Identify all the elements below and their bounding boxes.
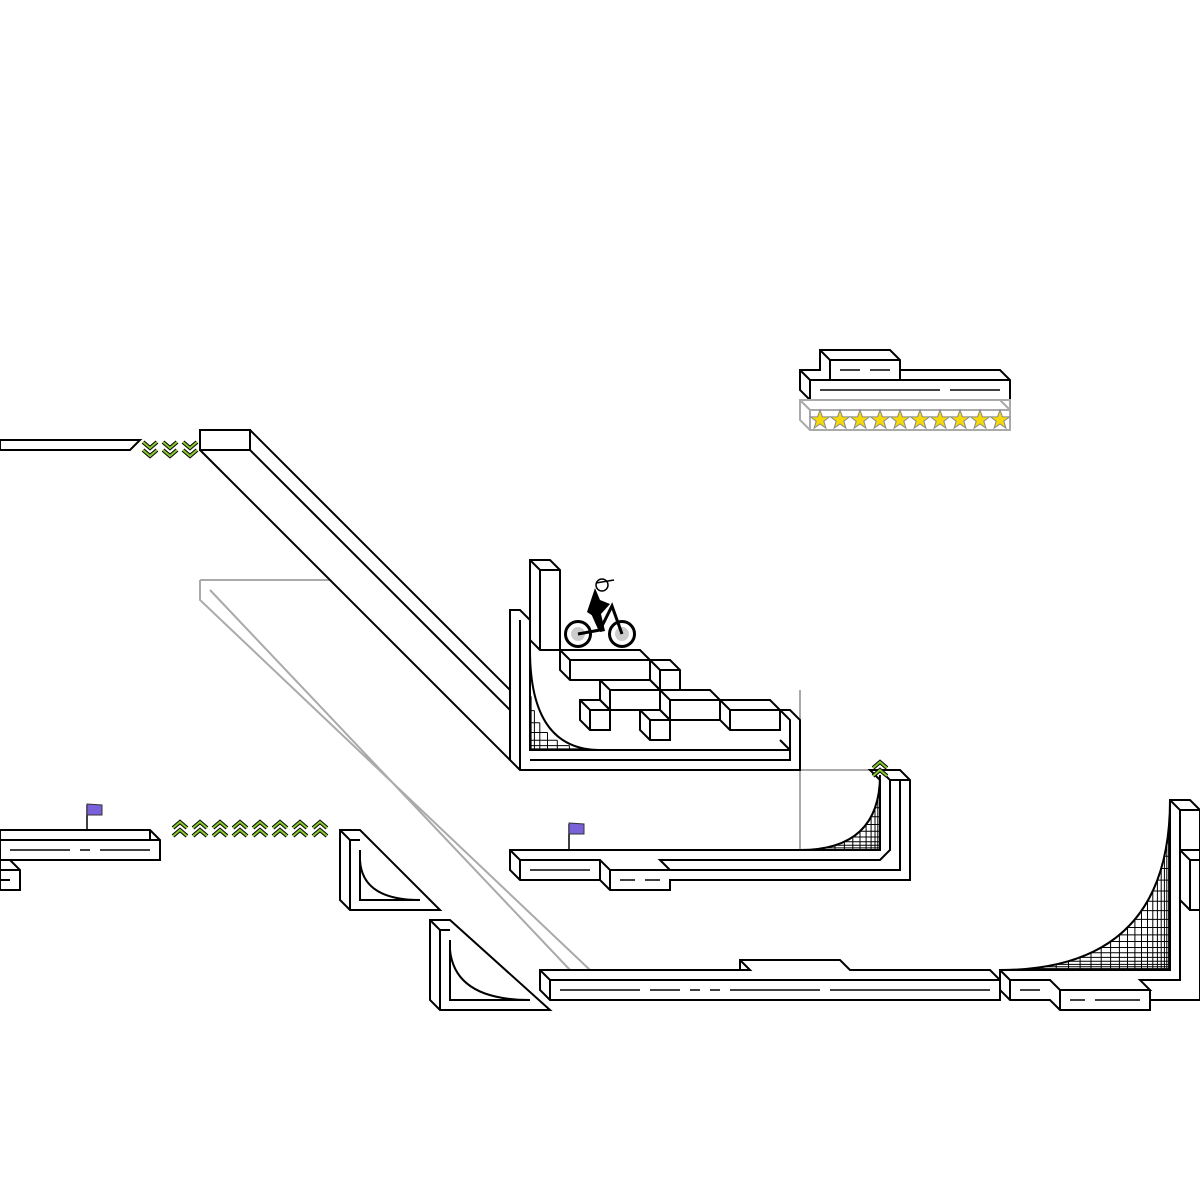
star-icon	[849, 408, 871, 430]
boost-up-icon	[171, 819, 189, 838]
star-icon	[889, 408, 911, 430]
star-icon	[909, 408, 931, 430]
star-icon	[929, 408, 951, 430]
boost-down-icon	[161, 440, 179, 459]
curve-mesh	[529, 680, 1171, 971]
boost-up-icon	[871, 759, 889, 778]
track-block	[599, 679, 661, 711]
bmx-rider	[564, 578, 636, 648]
boost-up-icon	[291, 819, 309, 838]
track-block	[579, 699, 611, 731]
boost-up-icon	[211, 819, 229, 838]
curve-mesh-lines	[529, 680, 600, 751]
track-block	[559, 649, 651, 681]
track-blocks	[529, 559, 781, 741]
boost-down-icon	[181, 440, 199, 459]
curve-mesh-lines	[800, 775, 881, 851]
boost-up-icon	[251, 819, 269, 838]
track-block	[719, 699, 781, 731]
star-icon	[809, 408, 831, 430]
star-icon	[829, 408, 851, 430]
star-icon	[969, 408, 991, 430]
boost-up-icon	[191, 819, 209, 838]
track-lower	[0, 349, 1200, 1011]
checkpoint-flag	[86, 803, 103, 830]
track-block	[529, 559, 561, 651]
checkpoint-flag	[568, 822, 585, 850]
boosts	[141, 440, 889, 838]
track-block	[659, 689, 721, 721]
boost-down-icon	[141, 440, 159, 459]
curve-mesh-lines	[1000, 800, 1171, 971]
star-icon	[869, 408, 891, 430]
boost-up-icon	[231, 819, 249, 838]
star-icon	[989, 408, 1011, 430]
star-row	[809, 408, 1011, 430]
star-icon	[949, 408, 971, 430]
track-block	[639, 709, 671, 741]
boost-up-icon	[311, 819, 329, 838]
boost-up-icon	[271, 819, 289, 838]
